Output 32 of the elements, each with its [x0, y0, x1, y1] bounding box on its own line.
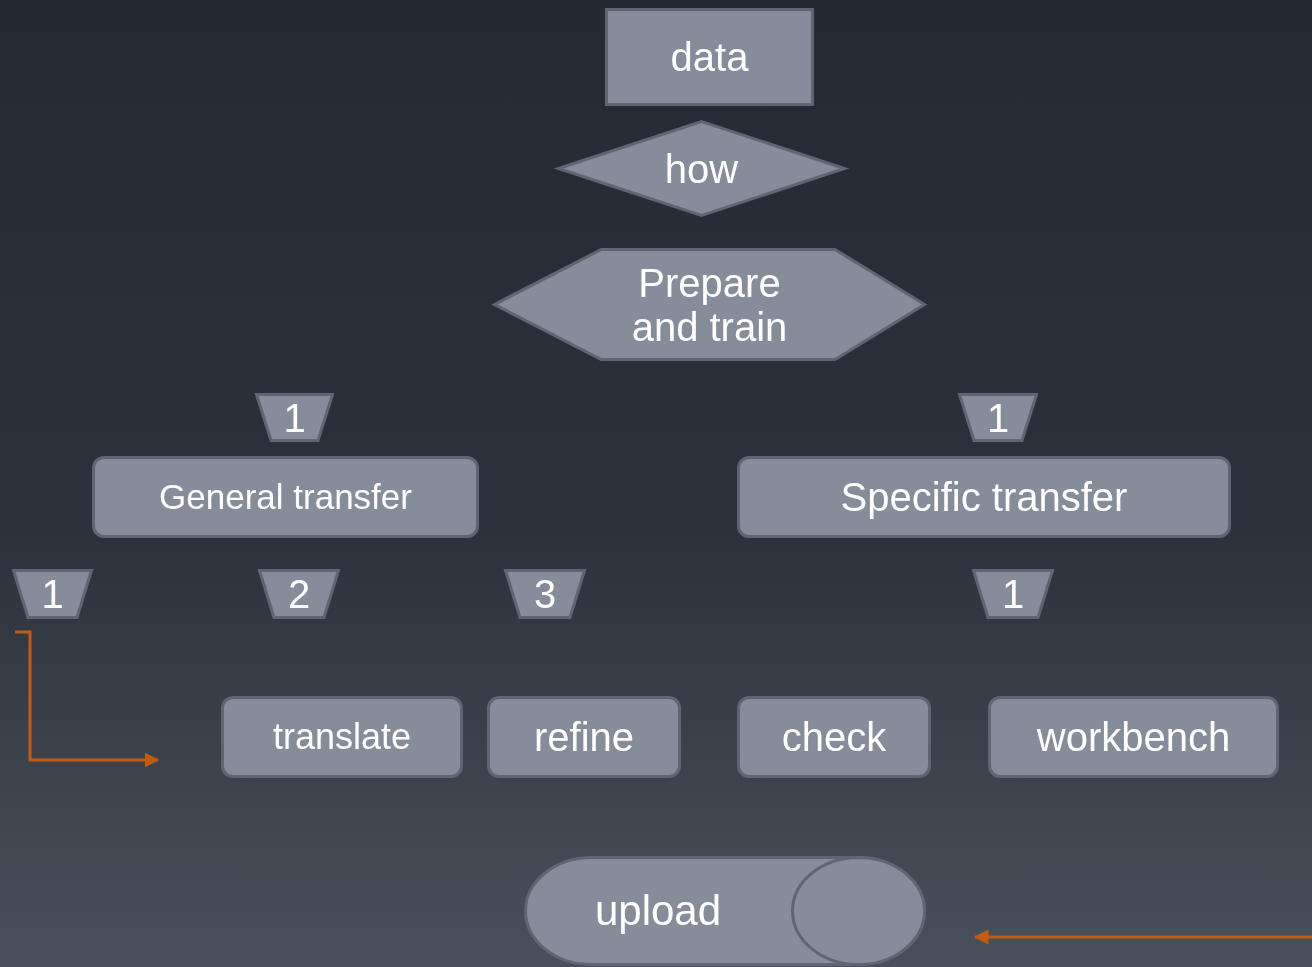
node-label: translate — [272, 717, 412, 757]
node-label: 3 — [533, 572, 557, 616]
node-label: Specific transfer — [840, 475, 1128, 519]
node-label: workbench — [1036, 715, 1231, 759]
process-box — [92, 456, 479, 538]
process-box — [605, 8, 814, 106]
process-box — [737, 696, 931, 778]
node-label: 1 — [283, 395, 306, 440]
step-number — [958, 393, 1038, 442]
step-number — [504, 569, 586, 619]
process-box — [487, 696, 681, 778]
process-box — [988, 696, 1279, 778]
step-number — [972, 569, 1054, 619]
node-label: data — [670, 35, 749, 79]
node-label: 1 — [1001, 572, 1025, 616]
node-label: refine — [533, 715, 635, 759]
node-label: how — [664, 146, 739, 191]
step-number — [258, 569, 340, 619]
node-label: check — [781, 715, 887, 759]
process-box — [221, 696, 463, 778]
decision-diamond — [557, 120, 846, 217]
storage-cylinder — [524, 856, 926, 966]
node-label: 1 — [986, 395, 1010, 440]
process-box — [737, 456, 1231, 538]
step-number — [12, 569, 93, 619]
node-label: Prepare and train — [630, 260, 789, 349]
node-label: 2 — [287, 572, 311, 616]
step-number — [255, 393, 334, 442]
node-label: General transfer — [159, 477, 412, 517]
preparation-hexagon — [493, 248, 926, 361]
node-label: upload — [594, 887, 722, 935]
node-label: 1 — [41, 572, 64, 616]
